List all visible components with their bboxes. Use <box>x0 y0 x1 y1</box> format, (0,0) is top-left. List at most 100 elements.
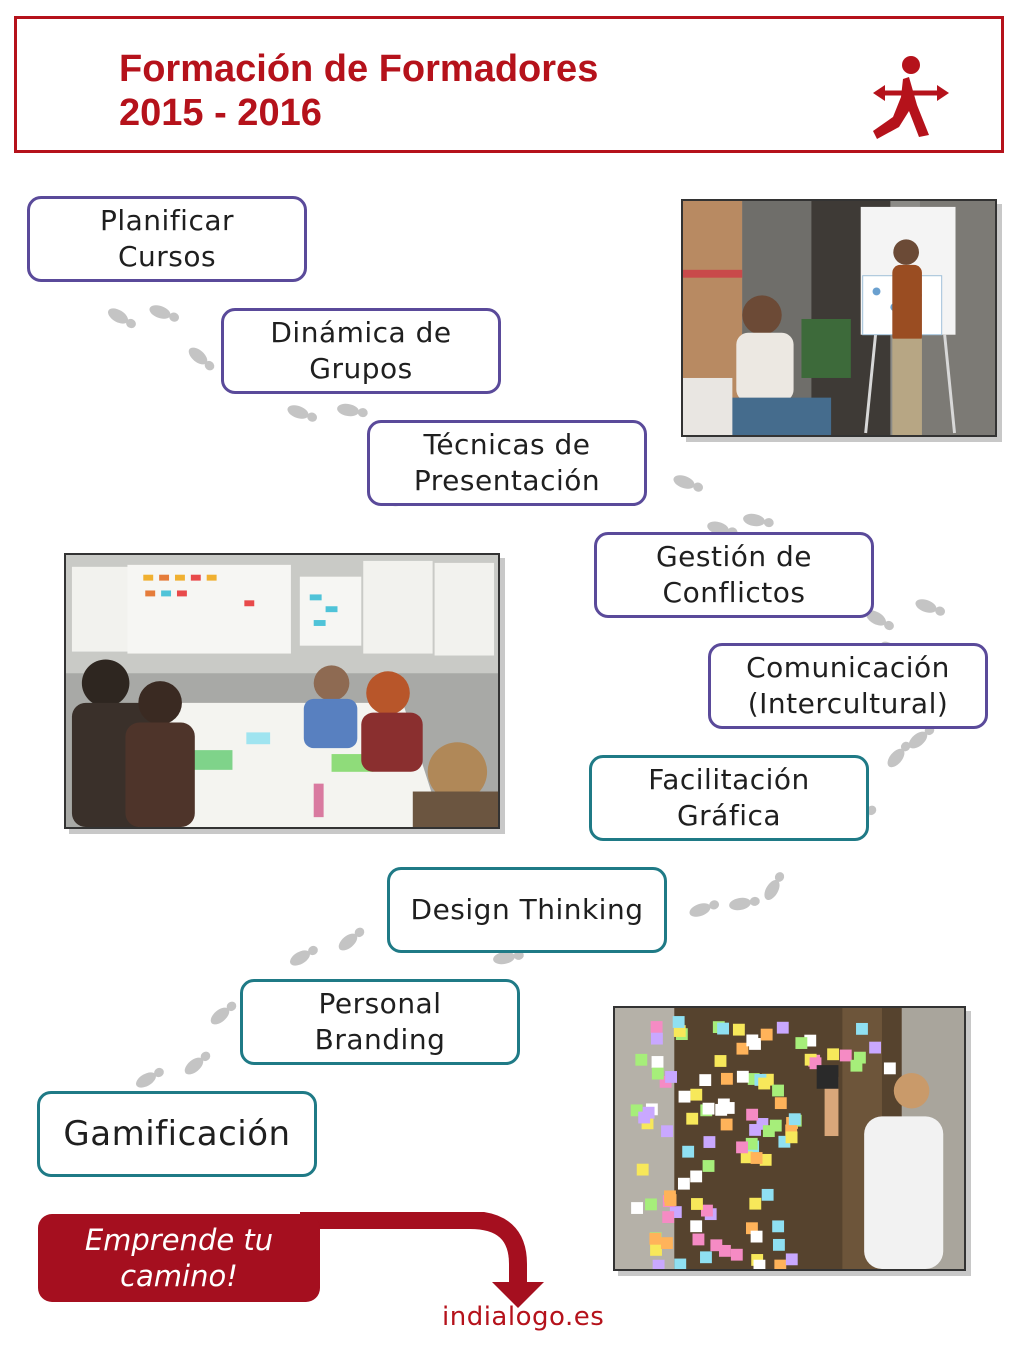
step-planificar-cursos: Planificar Cursos <box>27 196 307 282</box>
sticky-note <box>662 1211 675 1224</box>
photo-flipchart-presentation <box>681 199 997 437</box>
sticky-note <box>665 1071 677 1083</box>
footprint-icon <box>729 896 760 911</box>
sticky-note <box>856 1022 868 1035</box>
sticky-note <box>809 1057 822 1070</box>
page-title: Formación de Formadores 2015 - 2016 <box>119 47 598 135</box>
sticky-note <box>753 1259 766 1269</box>
footer-website[interactable]: indialogo.es <box>442 1302 605 1332</box>
footprint-icon <box>108 308 136 329</box>
sticky-note <box>745 1222 758 1235</box>
sticky-note <box>762 1125 775 1138</box>
sticky-note <box>690 1170 703 1183</box>
sticky-note <box>776 1021 789 1034</box>
sticky-note <box>651 1056 664 1068</box>
sticky-note <box>827 1048 840 1061</box>
sticky-note <box>635 1053 648 1066</box>
photo-workshop-table <box>64 553 500 829</box>
footprint-icon <box>210 1001 237 1025</box>
step-tecnicas-presentacion: Técnicas de Presentación <box>367 420 647 506</box>
sticky-note <box>772 1084 784 1097</box>
sticky-note <box>750 1152 763 1164</box>
sticky-note <box>839 1049 852 1062</box>
sticky-note <box>717 1022 729 1035</box>
photo-figure <box>816 1065 839 1089</box>
sticky-note <box>645 1198 657 1211</box>
sticky-note <box>717 1098 730 1111</box>
sticky-note <box>638 1111 651 1124</box>
sticky-note <box>740 1151 753 1164</box>
sticky-note <box>650 1243 662 1256</box>
sticky-note <box>869 1041 882 1054</box>
sticky-note <box>746 1108 759 1121</box>
sticky-note <box>651 1067 664 1080</box>
sticky-note <box>714 1055 727 1067</box>
cta-emprende-tu-camino: Emprende tu camino! <box>38 1214 320 1302</box>
sticky-note <box>749 1197 762 1210</box>
sticky-note <box>700 1251 712 1264</box>
sticky-note <box>804 1034 817 1047</box>
footprint-icon <box>743 513 774 528</box>
sticky-note <box>702 1102 715 1115</box>
sticky-note <box>760 1028 773 1041</box>
sticky-note <box>720 1072 733 1085</box>
footprint-icon <box>764 872 785 900</box>
sticky-note <box>649 1232 662 1245</box>
curved-arrow-icon <box>300 1212 544 1308</box>
sticky-note <box>778 1135 791 1148</box>
sticky-note <box>664 1190 676 1203</box>
sticky-note <box>661 1125 673 1138</box>
sticky-note <box>690 1220 703 1233</box>
step-gamificacion: Gamificación <box>37 1091 317 1177</box>
sticky-note <box>736 1070 749 1083</box>
sticky-note <box>650 1032 663 1045</box>
sticky-note <box>719 1244 731 1257</box>
footprint-icon <box>338 927 365 951</box>
step-design-thinking: Design Thinking <box>387 867 667 953</box>
title-line-2: 2015 - 2016 <box>119 92 322 134</box>
step-comunicacion-intercultural: Comunicación (Intercultural) <box>708 643 988 729</box>
running-person-arrows-logo <box>873 56 949 139</box>
photo-sticky-note-wall <box>613 1006 966 1271</box>
sticky-note <box>795 1037 808 1049</box>
sticky-note <box>732 1023 745 1036</box>
sticky-note <box>736 1042 749 1055</box>
footprint-icon <box>290 945 318 966</box>
title-line-1: Formación de Formadores <box>119 48 599 90</box>
footprint-icon <box>689 900 720 917</box>
sticky-note <box>672 1016 685 1028</box>
sticky-note <box>636 1163 649 1176</box>
sticky-note <box>674 1258 687 1269</box>
footprint-icon <box>188 347 215 371</box>
footprint-icon <box>149 305 180 322</box>
sticky-note <box>736 1141 748 1154</box>
sticky-note <box>853 1051 866 1064</box>
sticky-note <box>691 1198 703 1210</box>
sticky-note <box>631 1202 643 1214</box>
sticky-note <box>850 1059 863 1072</box>
sticky-note <box>660 1237 673 1250</box>
sticky-note <box>745 1137 758 1150</box>
sticky-note <box>669 1206 682 1218</box>
sticky-note <box>785 1124 798 1137</box>
step-facilitacion-grafica: Facilitación Gráfica <box>589 755 869 841</box>
footprint-icon <box>287 405 318 422</box>
sticky-note <box>774 1097 787 1110</box>
header-banner: Formación de Formadores 2015 - 2016 <box>14 16 1004 153</box>
sticky-note <box>749 1124 762 1136</box>
sticky-note <box>699 1074 712 1087</box>
footprint-icon <box>184 1051 211 1075</box>
sticky-note <box>785 1253 798 1266</box>
sticky-note <box>785 1131 798 1144</box>
sticky-note <box>652 1259 665 1269</box>
sticky-note <box>774 1259 787 1269</box>
sticky-note <box>650 1021 663 1033</box>
sticky-note <box>701 1204 713 1217</box>
footprint-icon <box>136 1067 164 1088</box>
sticky-note <box>750 1230 763 1243</box>
sticky-note <box>746 1034 759 1047</box>
sticky-note <box>690 1088 703 1101</box>
sticky-note <box>761 1188 774 1201</box>
sticky-note <box>703 1136 716 1148</box>
sticky-note <box>673 1025 686 1037</box>
